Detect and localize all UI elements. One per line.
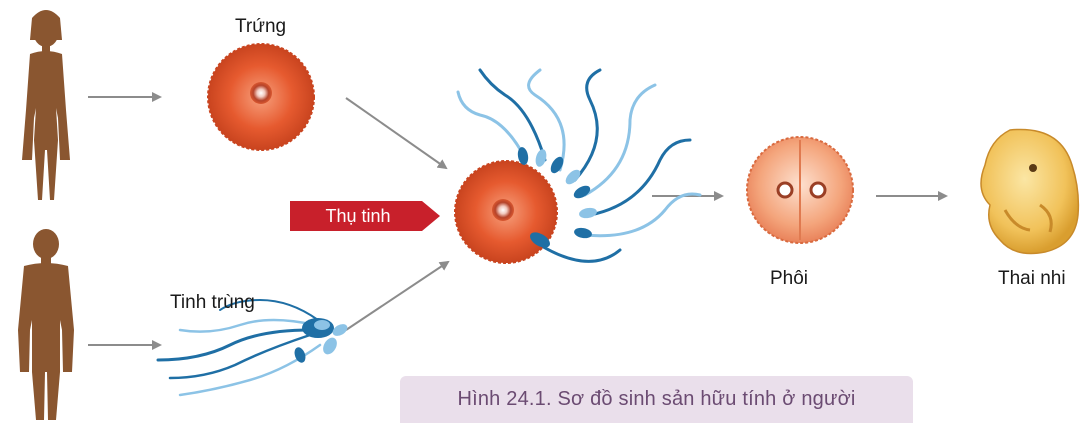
embryo-icon — [747, 137, 853, 243]
egg-label: Trứng — [235, 16, 286, 38]
sperm-label: Tinh trùng — [170, 292, 255, 314]
arrow-egg-to-zygote — [346, 98, 446, 168]
sperm-group-icon — [158, 300, 349, 395]
fetus-label: Thai nhi — [998, 268, 1066, 290]
egg-icon — [208, 44, 314, 150]
arrow-sperm-to-zygote — [346, 262, 448, 330]
embryo-label: Phôi — [770, 268, 808, 290]
fetus-icon — [981, 129, 1078, 253]
zygote-icon — [455, 161, 557, 263]
caption-text: Hình 24.1. Sơ đồ sinh sản hữu tính ở ngư… — [457, 388, 855, 411]
female-body-icon — [22, 10, 70, 200]
fertilization-label: Thụ tinh — [290, 201, 440, 231]
male-body-icon — [18, 229, 74, 420]
figure-caption: Hình 24.1. Sơ đồ sinh sản hữu tính ở ngư… — [400, 376, 913, 423]
